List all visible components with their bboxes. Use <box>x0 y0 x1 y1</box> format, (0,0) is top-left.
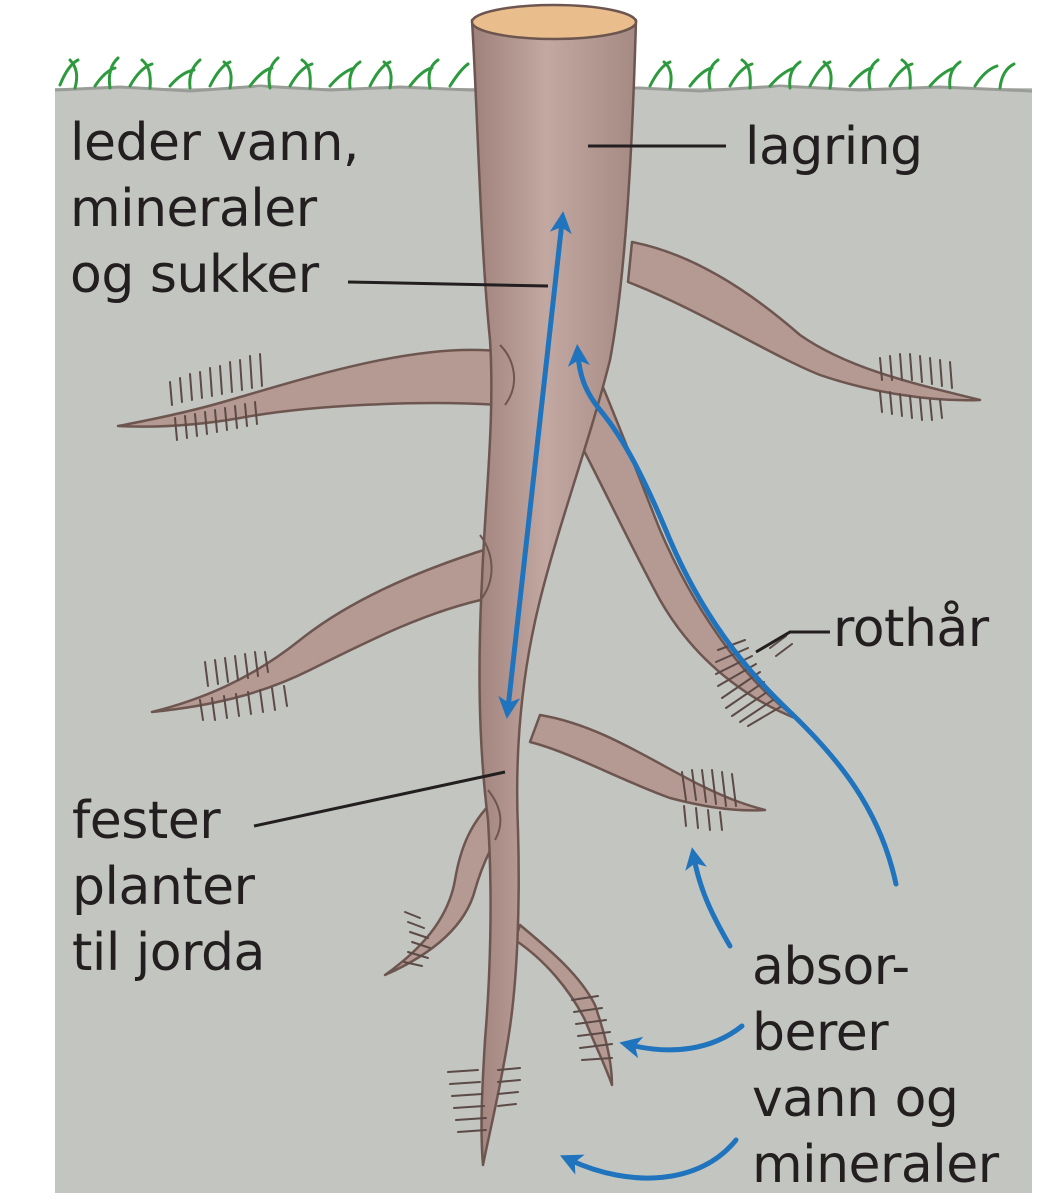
lateral-root-mid-left <box>150 546 492 714</box>
taproot-fold-2 <box>479 534 493 599</box>
grass-right <box>648 58 1016 90</box>
absorption-arrow-1 <box>685 847 733 949</box>
leader-anchoring <box>253 770 506 828</box>
label-absorption: absor- berer vann og mineraler <box>752 937 999 1195</box>
flow-arrows <box>498 211 899 1181</box>
uptake-path-arrow <box>567 344 899 887</box>
taproot-fold-3 <box>487 789 502 841</box>
lateral-root-upper-right <box>626 240 982 402</box>
soil-surface-line <box>54 84 1033 93</box>
label-root-hairs: rothår <box>833 599 989 659</box>
root-hairs <box>169 353 953 1133</box>
taproot-cut-surface <box>470 3 638 41</box>
leader-lines <box>253 144 830 828</box>
leader-root-hairs <box>755 630 830 654</box>
lateral-root-lower-left <box>383 793 517 977</box>
label-transport: leder vann, mineraler og sukker <box>70 113 359 305</box>
lateral-root-upper-left <box>116 348 507 428</box>
transport-arrow <box>498 211 572 719</box>
lateral-root-lower-right <box>528 713 767 812</box>
absorption-arrow-3 <box>560 1137 739 1181</box>
label-storage: lagring <box>745 117 923 177</box>
grass-left <box>58 56 470 90</box>
leader-transport <box>347 280 549 288</box>
absorption-arrow-2 <box>619 1023 745 1059</box>
label-anchoring: fester planter til jorda <box>72 791 265 983</box>
tap-root-fork <box>513 923 614 1087</box>
